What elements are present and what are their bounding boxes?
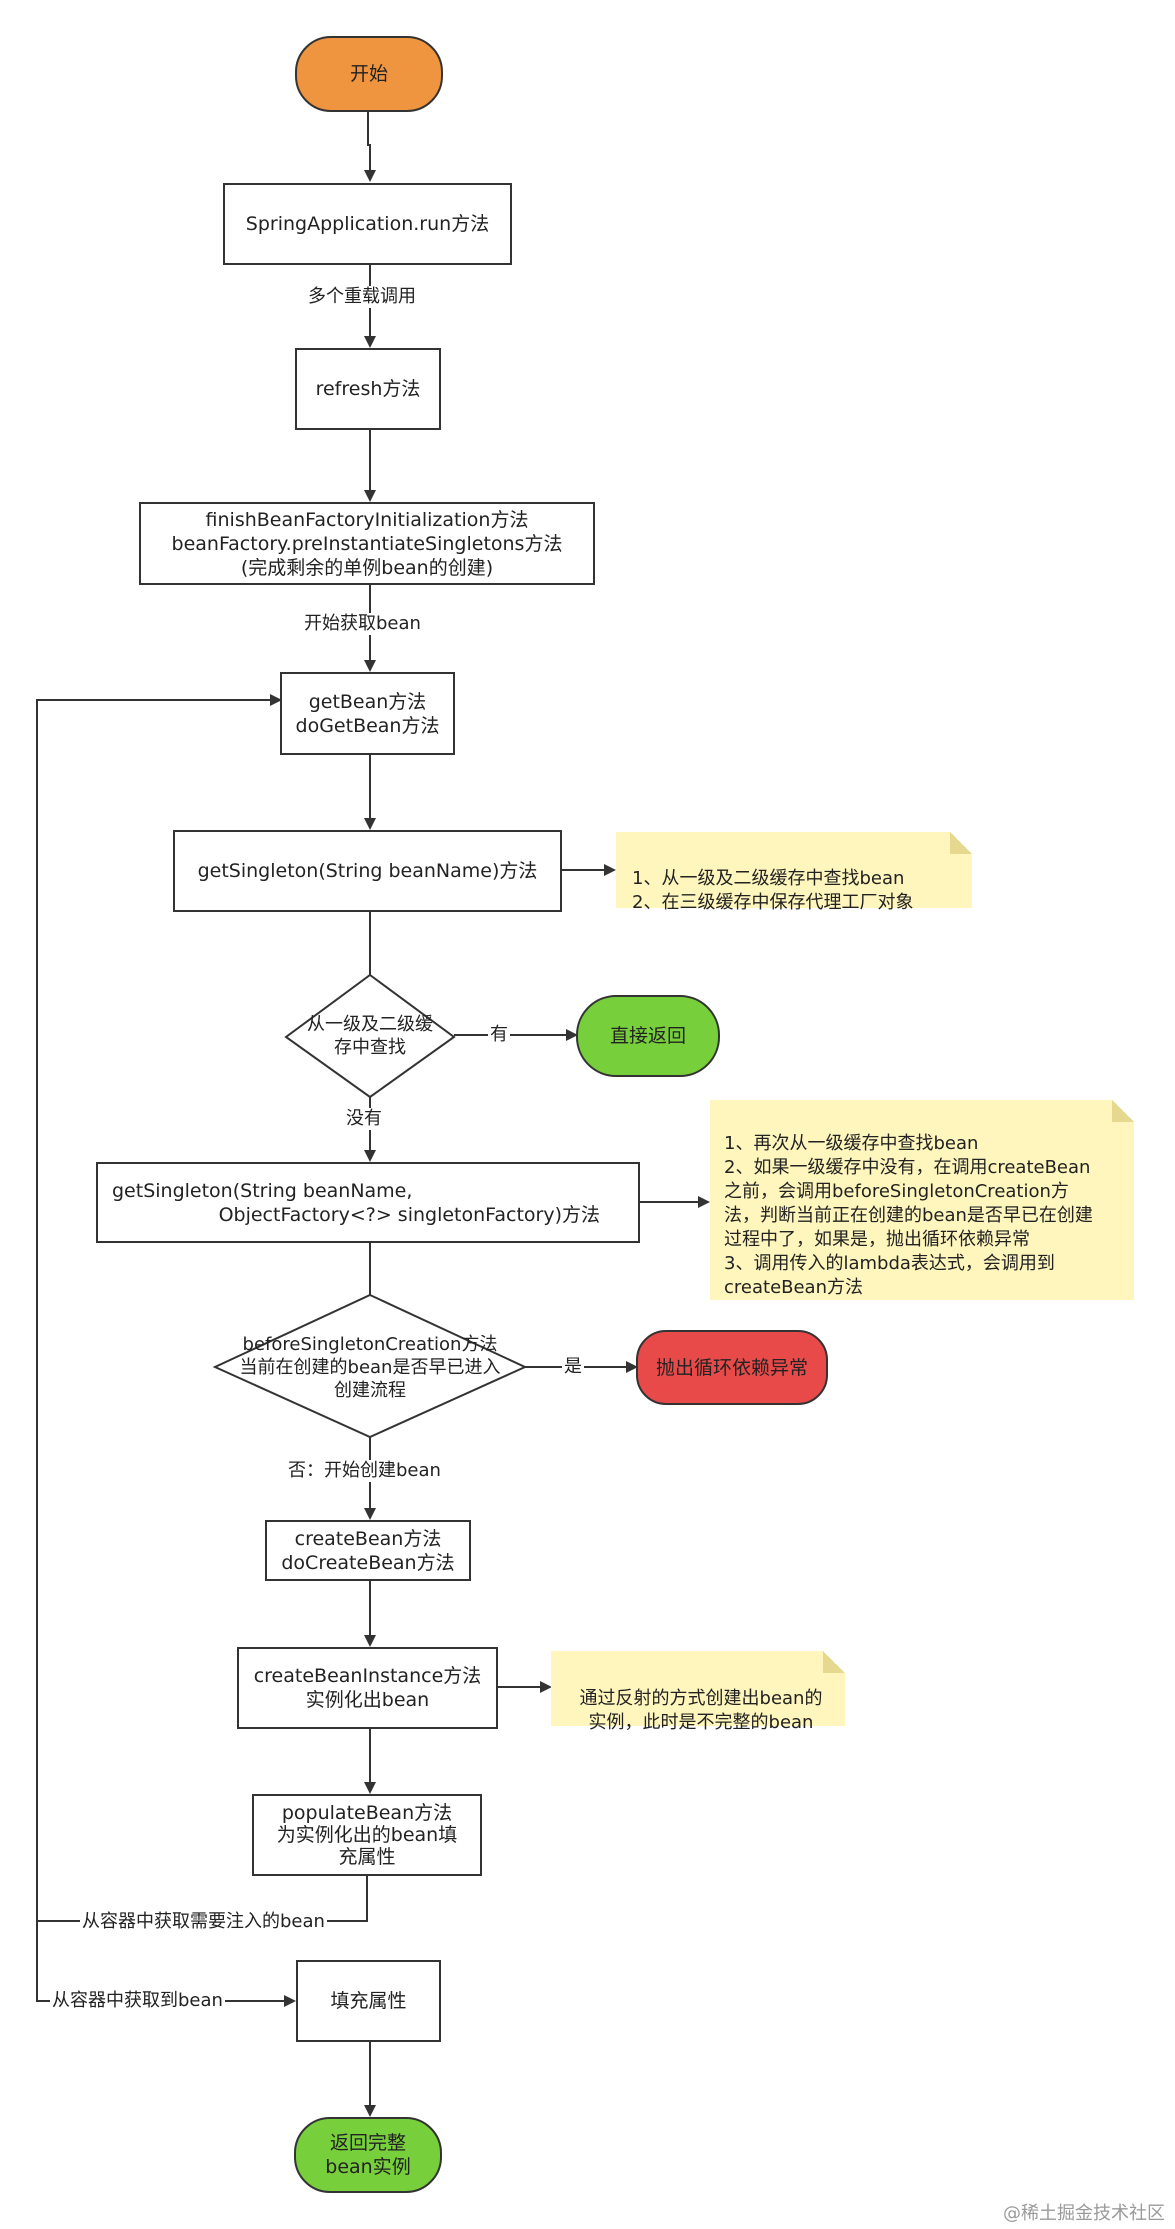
note-fold-icon	[823, 1651, 845, 1673]
decision-before-shape	[212, 1293, 528, 1439]
run-node: SpringApplication.run方法	[223, 183, 512, 265]
note-instance: 通过反射的方式创建出bean的 实例，此时是不完整的bean	[551, 1651, 845, 1733]
start-node: 开始	[295, 36, 443, 112]
decision-before-text: beforeSingletonCreation方法 当前在创建的bean是否早已…	[239, 1333, 501, 1401]
fill-node: 填充属性	[296, 1960, 441, 2042]
label-yes-have: 有	[488, 1024, 510, 1046]
note-instance-text: 通过反射的方式创建出bean的 实例，此时是不完整的bean	[579, 1688, 823, 1733]
label-loop-inject: 从容器中获取需要注入的bean	[80, 1911, 327, 1933]
getsingleton2-node: getSingleton(String beanName, ObjectFact…	[96, 1162, 640, 1243]
direct-return-node: 直接返回	[576, 995, 720, 1077]
label-overload: 多个重载调用	[306, 286, 418, 308]
getsingleton1-node: getSingleton(String beanName)方法	[173, 830, 562, 912]
getsingleton2-line2: ObjectFactory<?> singletonFactory)方法	[218, 1203, 600, 1226]
label-loop-got: 从容器中获取到bean	[50, 1990, 225, 2012]
label-no-have: 没有	[344, 1108, 384, 1130]
end-node: 返回完整 bean实例	[294, 2117, 442, 2193]
note-getsingleton2: 1、再次从一级缓存中查找bean 2、如果一级缓存中没有，在调用createBe…	[710, 1100, 1134, 1300]
decision-cache-shape	[284, 973, 456, 1099]
edge-start-run	[364, 112, 376, 182]
note-getsingleton1: 1、从一级及二级缓存中查找bean 2、在三级缓存中保存代理工厂对象	[616, 832, 972, 913]
label-start-get: 开始获取bean	[302, 613, 423, 635]
decision-cache-text: 从一级及二级缓 存中查找	[307, 1014, 433, 1058]
instance-node: createBeanInstance方法 实例化出bean	[237, 1647, 498, 1729]
createbean-node: createBean方法 doCreateBean方法	[265, 1520, 471, 1581]
refresh-node: refresh方法	[295, 348, 441, 430]
edge-loop-fill	[36, 1921, 296, 2007]
label-no-create: 否：开始创建bean	[286, 1460, 443, 1482]
watermark: @稀土掘金技术社区	[1003, 2203, 1165, 2224]
getsingleton2-line1: getSingleton(String beanName,	[112, 1179, 413, 1202]
note-getsingleton1-text: 1、从一级及二级缓存中查找bean 2、在三级缓存中保存代理工厂对象	[632, 868, 914, 913]
note-fold-icon	[1112, 1100, 1134, 1122]
label-yes: 是	[562, 1356, 584, 1378]
getbean-node: getBean方法 doGetBean方法	[280, 672, 455, 755]
note-getsingleton2-text: 1、再次从一级缓存中查找bean 2、如果一级缓存中没有，在调用createBe…	[724, 1133, 1093, 1298]
note-fold-icon	[950, 832, 972, 854]
populate-node: populateBean方法 为实例化出的bean填 充属性	[252, 1794, 482, 1876]
finish-node: finishBeanFactoryInitialization方法 beanFa…	[139, 502, 595, 585]
throw-node: 抛出循环依赖异常	[636, 1330, 828, 1405]
